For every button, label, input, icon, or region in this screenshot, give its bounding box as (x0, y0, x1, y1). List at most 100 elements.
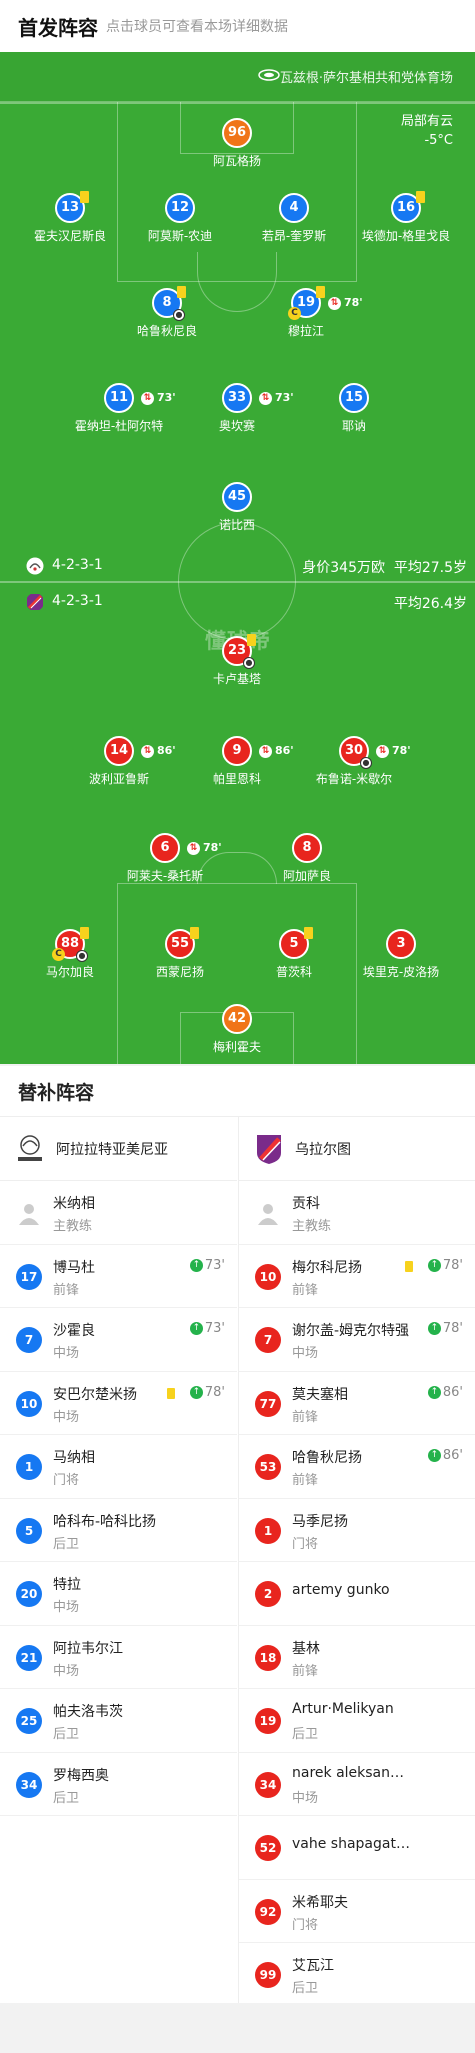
top-line (0, 102, 475, 104)
sub-player-position: 后卫 (292, 1727, 319, 1742)
substitution-icon: ⇅ (187, 841, 200, 855)
sub-player-name: 莫夫塞相 (292, 1386, 348, 1403)
away-player-55[interactable]: 55 西蒙尼扬 (125, 927, 235, 993)
home-player-33[interactable]: 33⇅73'奥坎赛 (182, 383, 294, 447)
sub-player-name: 哈鲁秋尼扬 (292, 1450, 362, 1466)
away-player-9[interactable]: 9⇅86'帕里恩科 (182, 736, 294, 800)
sub-number-badge: 1 (16, 1454, 42, 1480)
substitution-icon: ⇅ (376, 744, 389, 758)
lineup-title: 首发阵容 (18, 15, 98, 40)
player-name: 布鲁诺-米歇尔 (315, 772, 393, 786)
player-number-badge: 96 (222, 118, 252, 148)
away-team-name: 乌拉尔图 (295, 1141, 351, 1158)
yellow-card-icon (304, 927, 313, 939)
sub-player-name: 马季尼扬 (292, 1513, 348, 1530)
substitution-marker: ⇅78' (328, 290, 363, 316)
yellow-card-icon (190, 927, 199, 939)
sub-player-name: 阿拉韦尔江 (53, 1640, 123, 1657)
player-number-badge: 11⇅73' (104, 383, 176, 413)
player-name: 霍纳坦-杜阿尔特 (74, 419, 164, 433)
away-formation: 4-2-3-1 (52, 593, 103, 609)
lineup-header: 首发阵容 点击球员可查看本场详细数据 (0, 0, 475, 52)
sub-number-badge: 17 (16, 1263, 42, 1290)
football-pitch: 瓦兹根·萨尔基相共和党体育场 局部有云 -5°C 懂球帝 4-2-3-1 身价3… (0, 52, 475, 1064)
away-team-header[interactable]: 乌拉尔图 (239, 1117, 475, 1181)
yellow-card-icon (416, 191, 425, 203)
home-player-96[interactable]: 96 阿瓦格扬 (182, 118, 292, 182)
sub-number-badge: 7 (16, 1327, 42, 1353)
substitution-icon: ⇅ (259, 744, 272, 758)
player-number-badge: 55 (165, 927, 199, 959)
sub-number-badge: 34 (16, 1771, 42, 1798)
player-name: 西蒙尼扬 (155, 965, 204, 979)
player-name: 霍夫汉尼斯良 (33, 229, 106, 243)
weather-text: 局部有云 (400, 114, 453, 129)
player-number-badge: 45 (222, 482, 252, 512)
sub-number-badge: 99 (255, 1962, 281, 1988)
yellow-card-icon (80, 927, 89, 939)
player-name: 阿瓦格扬 (212, 154, 261, 168)
sub-player-position: 门将 (292, 1536, 319, 1552)
player-name: 埃里克-皮洛扬 (362, 965, 440, 979)
away-player-23[interactable]: 23●卡卢基塔 (182, 634, 292, 700)
away-player-14[interactable]: 14⇅86'波利亚鲁斯 (64, 736, 176, 800)
home-team-header[interactable]: 阿拉拉特亚美尼亚 (0, 1117, 237, 1181)
player-name: 奥坎赛 (218, 419, 255, 433)
away-coach-row: 贡科主教练 (239, 1181, 475, 1245)
sub-player-name: Artur·Melikyan (292, 1701, 394, 1717)
sub-player-position: 中场 (292, 1790, 319, 1806)
sub-player-position: 中场 (53, 1600, 80, 1615)
player-number-badge: 13 (55, 191, 89, 223)
sub-in-minute: ↑78' (189, 1385, 225, 1400)
sub-in-minute-text: 73' (204, 1321, 225, 1336)
home-formation-row: 4-2-3-1 身价345万欧 平均27.5岁 (0, 551, 475, 581)
sub-player-name: 帕夫洛韦茨 (53, 1704, 123, 1720)
sub-number-badge: 52 (255, 1835, 281, 1861)
sub-number-badge: 77 (255, 1390, 281, 1417)
sub-player-name: 罗梅西奥 (53, 1767, 109, 1784)
home-coach-row: 米纳相主教练 (0, 1181, 237, 1245)
sub-number-badge: 5 (16, 1517, 42, 1544)
home-player-8[interactable]: 8●哈鲁秋尼良 (112, 286, 222, 352)
home-player-13[interactable]: 13 霍夫汉尼斯良 (15, 191, 125, 257)
coach-avatar-icon (258, 1204, 278, 1225)
home-player-11[interactable]: 11⇅73' 霍纳坦-杜阿尔特 (64, 383, 176, 447)
away-player-6[interactable]: 6⇅78'阿莱夫-桑托斯 (110, 833, 222, 897)
player-number-badge: 4 (279, 193, 309, 223)
sub-player-name: 谢尔盖-姆克尔特强 (292, 1323, 410, 1339)
away-player-30[interactable]: 30●⇅78'布鲁诺-米歇尔 (299, 736, 411, 800)
